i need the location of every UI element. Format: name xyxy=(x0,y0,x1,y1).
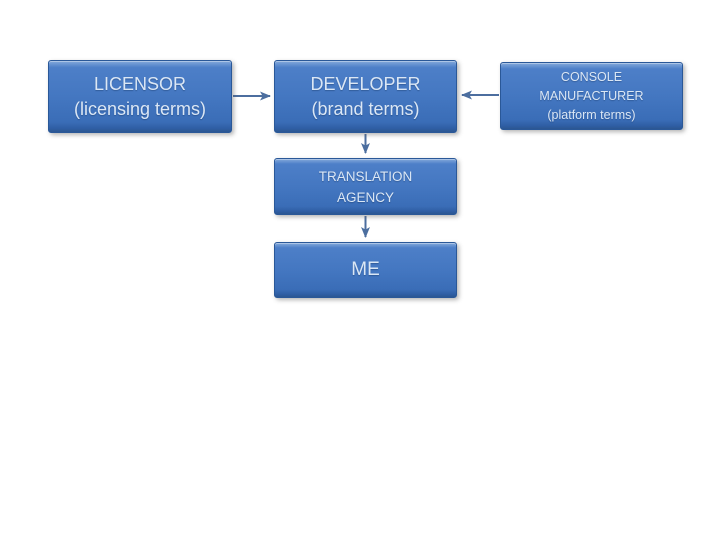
me-title: ME xyxy=(351,259,380,280)
console-manufacturer-subtitle: (platform terms) xyxy=(547,107,636,122)
licensor-title: LICENSOR xyxy=(93,73,187,94)
licensor-subtitle: (licensing terms) xyxy=(73,98,207,119)
developer-title: DEVELOPER xyxy=(310,73,421,94)
console-manufacturer-title-line1: CONSOLE xyxy=(560,69,623,84)
node-developer: DEVELOPER (brand terms) xyxy=(274,60,457,133)
translation-agency-title-line2: AGENCY xyxy=(336,189,394,205)
developer-subtitle: (brand terms) xyxy=(311,98,420,119)
translation-agency-title-line1: TRANSLATION xyxy=(318,168,413,184)
node-console-manufacturer: CONSOLE MANUFACTURER (platform terms) xyxy=(500,62,683,130)
node-translation-agency: TRANSLATION AGENCY xyxy=(274,158,457,215)
console-manufacturer-title-line2: MANUFACTURER xyxy=(539,88,644,103)
node-licensor: LICENSOR (licensing terms) xyxy=(48,60,232,133)
node-me: ME xyxy=(274,242,457,298)
